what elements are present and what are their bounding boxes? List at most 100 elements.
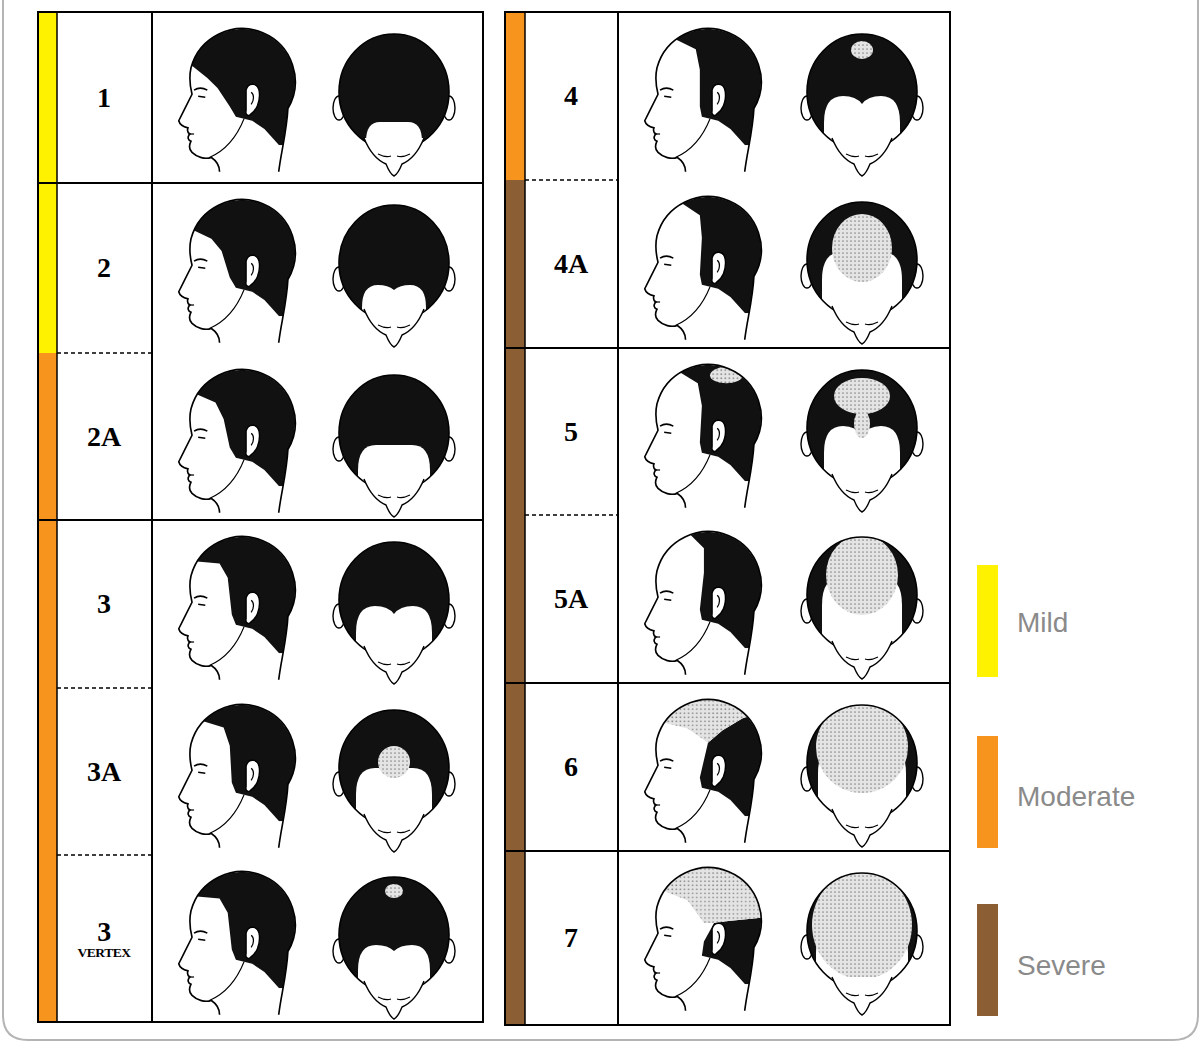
stage-label: 4A [554,250,588,278]
forehead [356,768,432,858]
top-view-head [801,701,923,853]
ear [712,420,726,451]
bald-area [663,671,769,742]
top-view-head [801,535,923,685]
stage-label: 6 [564,753,578,781]
legend-label: Moderate [1017,782,1135,813]
face [832,809,892,847]
legend-entry: Moderate [1017,782,1135,813]
head-outline [179,370,295,513]
face [364,138,424,176]
side-view-head [626,168,779,339]
brow [660,927,673,929]
eye [198,604,205,605]
eye [198,939,205,940]
stage-cell: 3 [97,590,111,618]
brow-line [378,830,410,833]
head-outline [179,705,295,848]
ear-line [251,433,253,445]
brow [194,596,207,598]
outer-frame [3,0,1198,1040]
ear [246,255,260,286]
top-view-head [333,205,455,353]
face [364,814,424,852]
forehead [358,945,430,1025]
brow-line [846,993,878,996]
stage-label: 3 [97,590,111,618]
brow [194,764,207,766]
column-rule [151,12,153,1022]
stage-cell: 5A [554,585,588,613]
ear-line [717,931,719,943]
brow-line [378,154,410,157]
bald-area [663,839,769,923]
eye [664,935,671,936]
stage-cell: 3A [87,758,121,786]
stage-cell: 2A [87,423,121,451]
severity-bar [505,180,525,1025]
stage-cell: 2 [97,254,111,282]
top-view-head [333,34,455,182]
head-outline [807,873,917,989]
table-grid [38,12,950,1025]
jaw [675,287,710,326]
bald-area [816,701,908,793]
stage-label: 5 [564,418,578,446]
stage-label: 2 [97,254,111,282]
ear-line [717,92,719,104]
stage-label: 4 [564,82,578,110]
ear [712,923,726,954]
bald-area [378,746,410,778]
row-rule [505,850,950,852]
head-outline [645,700,761,843]
brow-line [846,154,878,157]
head-outline [645,365,761,508]
top-view-head [801,34,923,182]
face [364,309,424,347]
bald-area [832,214,892,282]
jaw [209,290,244,329]
row-rule [38,519,483,521]
column-rule [524,12,526,1025]
legend-label: Severe [1017,951,1106,982]
top-view-head [801,871,923,1021]
head-outline [179,29,295,172]
head-outline [807,370,917,486]
jaw [675,622,710,661]
jaw [675,790,710,829]
side-view-head [626,336,779,507]
jaw [675,958,710,997]
bald-area [834,378,890,414]
head-outline [807,537,917,653]
hair [702,917,780,988]
jaw [209,627,244,666]
stage-label: 3 VERTEX [48,918,161,960]
stage-cell: 6 [564,753,578,781]
legend-entry: Mild [1017,608,1068,639]
ear [246,84,260,115]
table-border [505,12,950,1025]
stage-cell: 5 [564,418,578,446]
head-outline [645,29,761,172]
dashed-rule [57,687,152,689]
top-view-head [333,542,455,690]
ear-line [251,768,253,780]
bald-area [854,410,870,438]
eye [198,96,205,97]
legend-label: Mild [1017,608,1068,639]
eye [664,599,671,600]
ear [246,425,260,456]
jaw [209,119,244,158]
eye [664,264,671,265]
forehead [824,426,900,518]
forehead [362,285,426,353]
brow [660,256,673,258]
top-view-head [801,370,923,518]
stage-label: 3A [87,758,121,786]
head-outline [807,705,917,821]
severity-bar [38,353,57,1022]
eye [198,267,205,268]
brow [660,424,673,426]
ear-line [717,260,719,272]
